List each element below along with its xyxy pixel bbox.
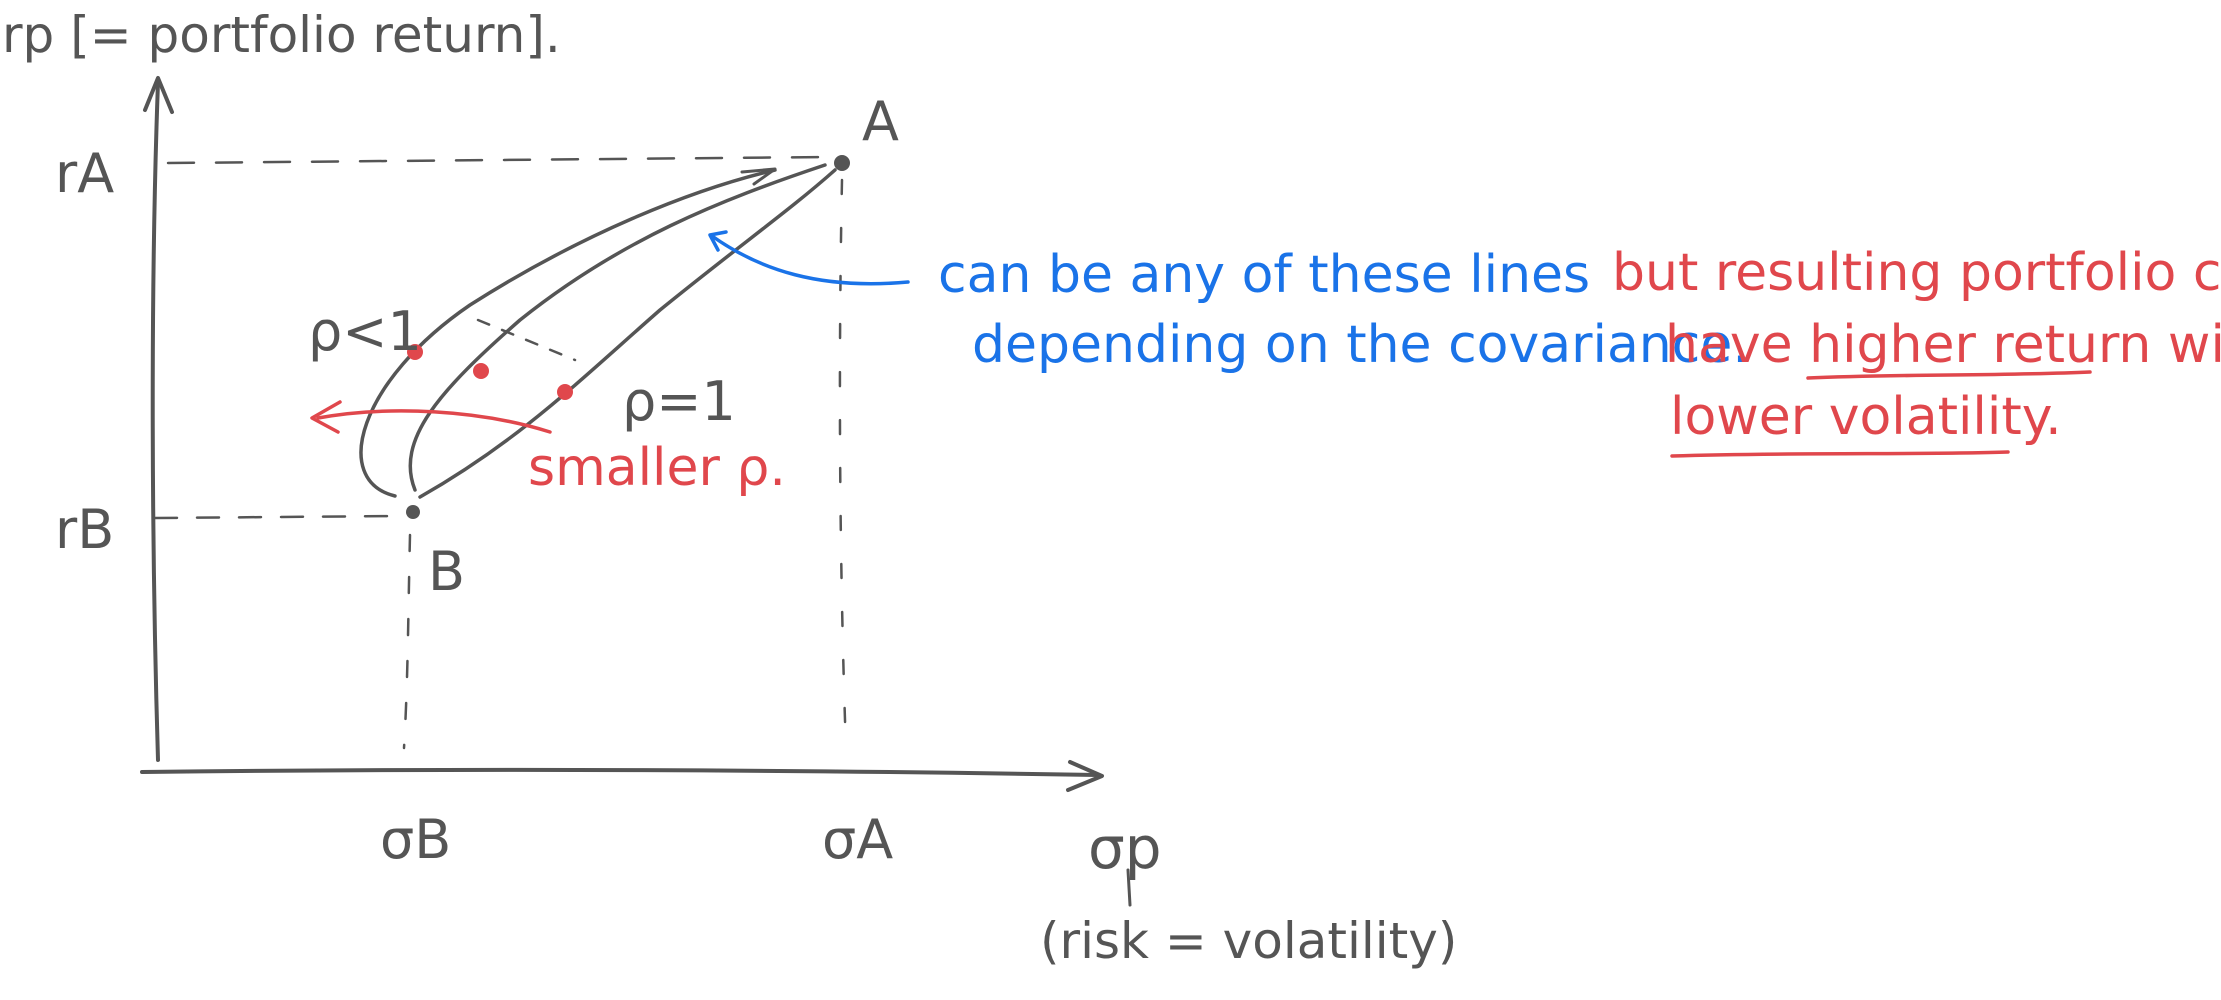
curve-rho-eq-1 [418, 168, 837, 499]
axis-labels: rp [= portfolio return]. rA rB σB σA σp … [2, 6, 1457, 970]
smaller-rho-arrowhead [310, 400, 342, 434]
x-axis-note: (risk = volatility) [1040, 912, 1457, 970]
blue-pointer-arrow [710, 234, 910, 286]
underline-lower-volatility [1670, 450, 2010, 458]
red-annotation: but resulting portfolio can have higher … [1612, 243, 2221, 458]
x-axis-line [140, 767, 1100, 777]
connector-dashes [476, 318, 577, 362]
label-rho-eq-1: ρ=1 [622, 370, 736, 433]
underline-higher-return [1806, 370, 2092, 380]
dashed-guide-rA [166, 155, 832, 165]
dashed-guide-sigmaB [402, 533, 412, 750]
red-note-line2: have higher return with [1665, 315, 2221, 375]
asset-points: A B [406, 90, 899, 603]
y-axis-arrowhead [143, 76, 174, 114]
y-axis-line [150, 80, 160, 762]
curve-rho-less-1-outer [359, 168, 777, 498]
x-axis-symbol-tail [1126, 868, 1132, 907]
point-A [834, 155, 850, 171]
red-note-line3: lower volatility. [1670, 387, 2062, 447]
dashed-guide-rB [153, 514, 402, 520]
red-note-with: with [2151, 315, 2221, 375]
tick-rB: rB [55, 498, 114, 561]
smaller-rho-arrow [316, 409, 552, 434]
tick-rA: rA [55, 142, 114, 205]
guide-lines [153, 155, 848, 752]
y-axis-label: rp [= portfolio return]. [2, 6, 561, 64]
point-outer-curve [407, 344, 423, 360]
point-middle-curve [473, 363, 489, 379]
smaller-rho-annotation: smaller ρ. [310, 400, 786, 498]
tick-sigmaA: σA [822, 808, 893, 871]
red-note-higher-return: higher return [1809, 315, 2151, 375]
curve-outer-arrowhead [740, 167, 777, 186]
label-B: B [428, 540, 465, 603]
blue-note-line2: depending on the covariance. [972, 315, 1749, 375]
curve-points [407, 344, 573, 400]
point-rho-1-curve [557, 384, 573, 400]
dashed-guide-sigmaA [838, 178, 848, 752]
label-rho-less-1: ρ<1 [308, 300, 422, 363]
point-B [406, 505, 420, 519]
curve-label-group: ρ<1 ρ=1 [308, 300, 736, 433]
portfolio-curves [359, 163, 837, 499]
x-axis-arrowhead [1066, 760, 1104, 792]
y-axis [143, 76, 174, 762]
red-note-have: have [1665, 315, 1809, 375]
label-smaller-rho: smaller ρ. [528, 438, 786, 498]
blue-note-line1: can be any of these lines [938, 245, 1590, 305]
blue-annotation: can be any of these lines depending on t… [708, 230, 1749, 375]
blue-pointer-arrowhead [708, 230, 728, 252]
red-note-line1: but resulting portfolio can [1612, 243, 2221, 303]
curve-middle [408, 163, 827, 492]
x-axis [140, 760, 1104, 792]
tick-sigmaB: σB [380, 808, 451, 871]
x-axis-symbol: σp [1088, 814, 1162, 882]
label-A: A [862, 90, 899, 153]
